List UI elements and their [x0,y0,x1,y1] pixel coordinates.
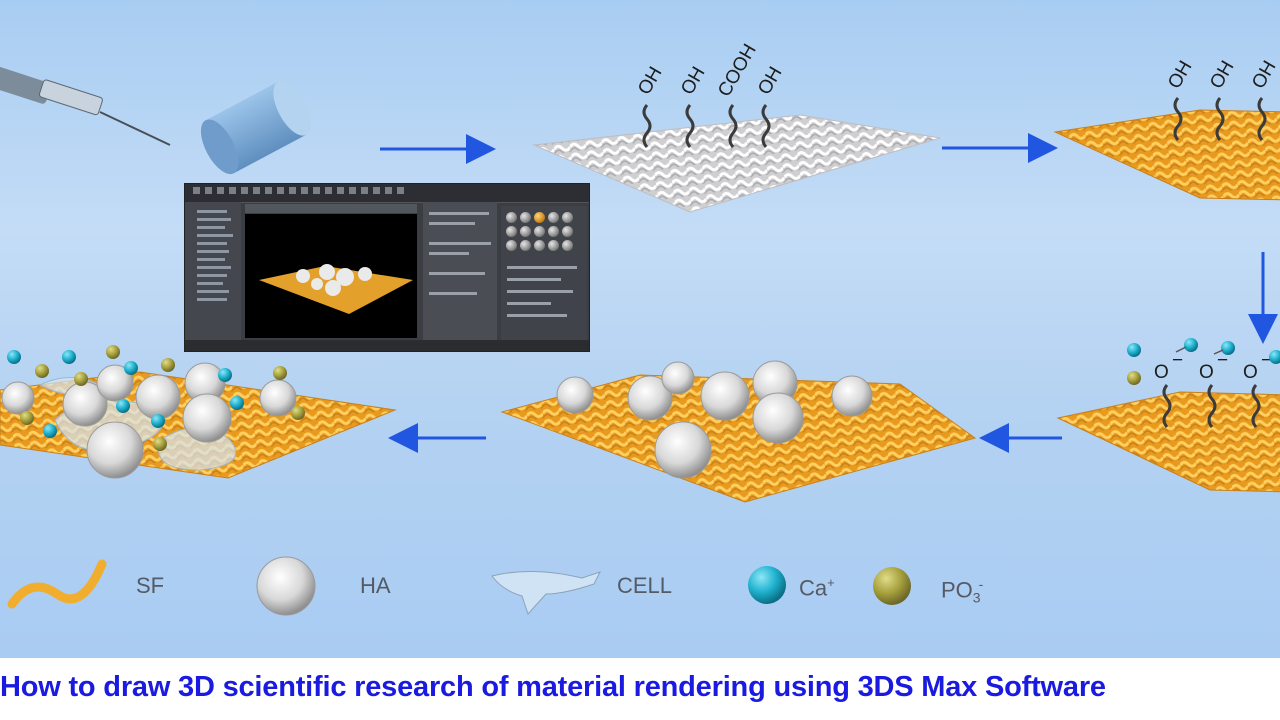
label-oh-3: OH [754,63,786,98]
viewport-render [259,264,413,314]
o-minus-chains [1162,384,1261,428]
legend-po-sub: 3 [972,589,981,606]
legend-cell-label: CELL [617,573,673,598]
legend-sf-label: SF [136,573,165,598]
legend-po-text: PO [941,577,973,603]
ions-right [1127,338,1280,385]
ions-left [7,345,305,451]
oh-chains-gold [1173,97,1267,141]
legend-ca-sup: + [827,575,835,590]
modifier-panel [423,202,497,340]
label-o-1-sign: − [1172,350,1183,371]
legend-ha-label: HA [360,573,391,598]
3ds-max-toolbar [185,184,589,203]
mesh-white [532,114,941,213]
legend-po-label: PO3- [941,576,985,606]
legend-ca-label: Ca+ [799,575,835,601]
legend-po-icon [873,567,911,605]
mesh-gold-2 [1056,391,1280,493]
label-cooh: COOH [714,41,761,101]
label-o-3: O [1243,362,1258,383]
ha-clusters-left [1,362,297,479]
o-minus-labels: O − O − O − [1154,350,1272,383]
label-oh-1: OH [634,63,666,98]
label-oh-6: OH [1248,57,1280,92]
status-bar [185,340,589,351]
scheme-canvas: OH OH COOH OH OH OH OH O − O − O − [0,0,1280,658]
mesh-gold-1 [1053,109,1280,201]
legend-cell-icon [491,571,601,615]
label-oh-4: OH [1164,57,1196,92]
scheme-svg: OH OH COOH OH OH OH OH O − O − O − [0,41,1280,616]
render-viewport [245,214,417,338]
legend-ca-icon [748,566,786,604]
legend-ha-icon [256,556,316,616]
label-oh-2: OH [677,63,709,98]
label-o-2: O [1199,362,1214,383]
label-o-3-sign: − [1261,350,1272,371]
label-o-1: O [1154,362,1169,383]
video-caption: How to draw 3D scientific research of ma… [0,671,1106,703]
oh-chains-white [642,104,771,148]
label-oh-5: OH [1206,57,1238,92]
ha-clusters-middle [556,360,873,479]
material-editor [501,206,587,346]
legend-sf-icon [7,559,107,609]
viewport-titlebar [245,204,417,213]
legend-po-sup: - [978,576,984,592]
cylinder-icon [200,80,311,175]
3ds-max-screenshot [184,183,590,352]
legend-ca-text: Ca [799,575,828,601]
scene-explorer [185,202,241,351]
label-o-2-sign: − [1217,350,1228,371]
syringe-icon [0,66,171,146]
